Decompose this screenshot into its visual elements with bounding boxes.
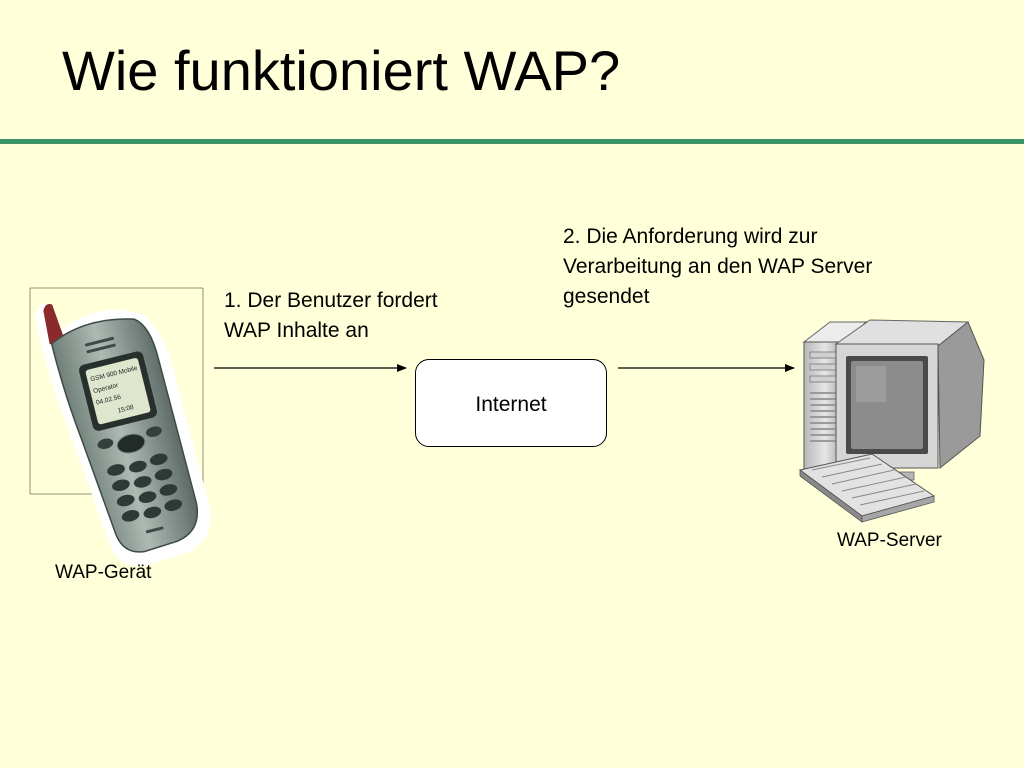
step-2-line-2: Verarbeitung an den WAP Server — [563, 255, 873, 278]
step-2-line-3: gesendet — [563, 285, 650, 308]
step-1-line-1: 1. Der Benutzer fordert — [224, 289, 438, 312]
server-computer-icon — [798, 319, 985, 523]
phone-frame — [29, 287, 204, 495]
phone-screen-line-4: 15:08 — [117, 404, 135, 415]
step-1-line-2: WAP Inhalte an — [224, 319, 369, 342]
step-1-text: 1. Der Benutzer fordert WAP Inhalte an — [224, 286, 438, 346]
internet-box: Internet — [415, 359, 607, 447]
title-divider — [0, 139, 1024, 144]
step-2-text: 2. Die Anforderung wird zur Verarbeitung… — [563, 222, 872, 312]
step-2-line-1: 2. Die Anforderung wird zur — [563, 225, 818, 248]
server-label: WAP-Server — [837, 530, 942, 551]
slide-title: Wie funktioniert WAP? — [62, 39, 621, 102]
mobile-phone-icon: GSM 900 Mobile Operator 04.02.56 15:08 — [34, 302, 211, 567]
phone-label: WAP-Gerät — [55, 562, 152, 583]
